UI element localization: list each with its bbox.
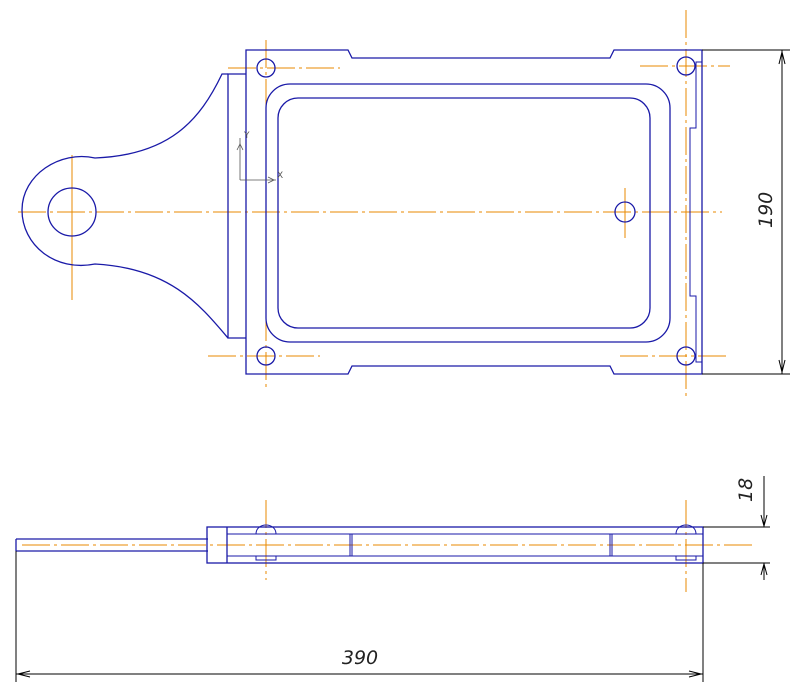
center-hole <box>614 201 636 223</box>
eye-hole <box>47 187 97 237</box>
mounting-hole-top-right <box>676 56 696 76</box>
coordinate-axes: Y X <box>236 131 283 184</box>
side-hole-right-countersink <box>675 524 697 535</box>
length-dimension-label: 390 <box>342 647 378 669</box>
side-hole-right-bottom <box>675 555 697 561</box>
thickness-dimension: 18 <box>703 476 770 580</box>
x-axis-arrow-icon <box>267 176 275 184</box>
side-plate-window <box>349 533 613 557</box>
arrowhead-down-icon <box>778 359 786 373</box>
frame-window-outer <box>265 83 671 343</box>
arrowhead-up-icon <box>778 51 786 65</box>
mounting-hole-bottom-left <box>256 346 276 366</box>
top-view: Y X 190 <box>18 10 790 400</box>
y-axis-arrow-icon <box>236 143 244 151</box>
length-dimension: 390 <box>15 551 704 682</box>
frame-right-step <box>689 61 702 363</box>
mounting-hole-bottom-right <box>676 346 696 366</box>
x-axis-label: X <box>277 171 283 181</box>
y-axis-label: Y <box>243 131 250 141</box>
side-hole-left-countersink <box>255 524 277 535</box>
frame-window-inner <box>277 97 651 329</box>
side-hole-left-bottom <box>255 555 277 561</box>
arrowhead-right-icon <box>688 670 702 678</box>
side-plate-outline <box>206 526 704 564</box>
side-view: 18 390 <box>15 476 770 682</box>
height-dimension: 190 <box>702 49 790 375</box>
frame-left-flange <box>227 73 246 339</box>
mounting-hole-top-left <box>256 58 276 78</box>
thickness-dimension-label: 18 <box>735 478 757 502</box>
height-dimension-label: 190 <box>755 192 777 228</box>
thickness-arrowhead-up-icon <box>760 562 768 576</box>
handle-rod <box>15 538 208 552</box>
arrowhead-left-icon <box>17 670 31 678</box>
thickness-arrowhead-down-icon <box>760 514 768 528</box>
handle-arm <box>21 73 229 339</box>
